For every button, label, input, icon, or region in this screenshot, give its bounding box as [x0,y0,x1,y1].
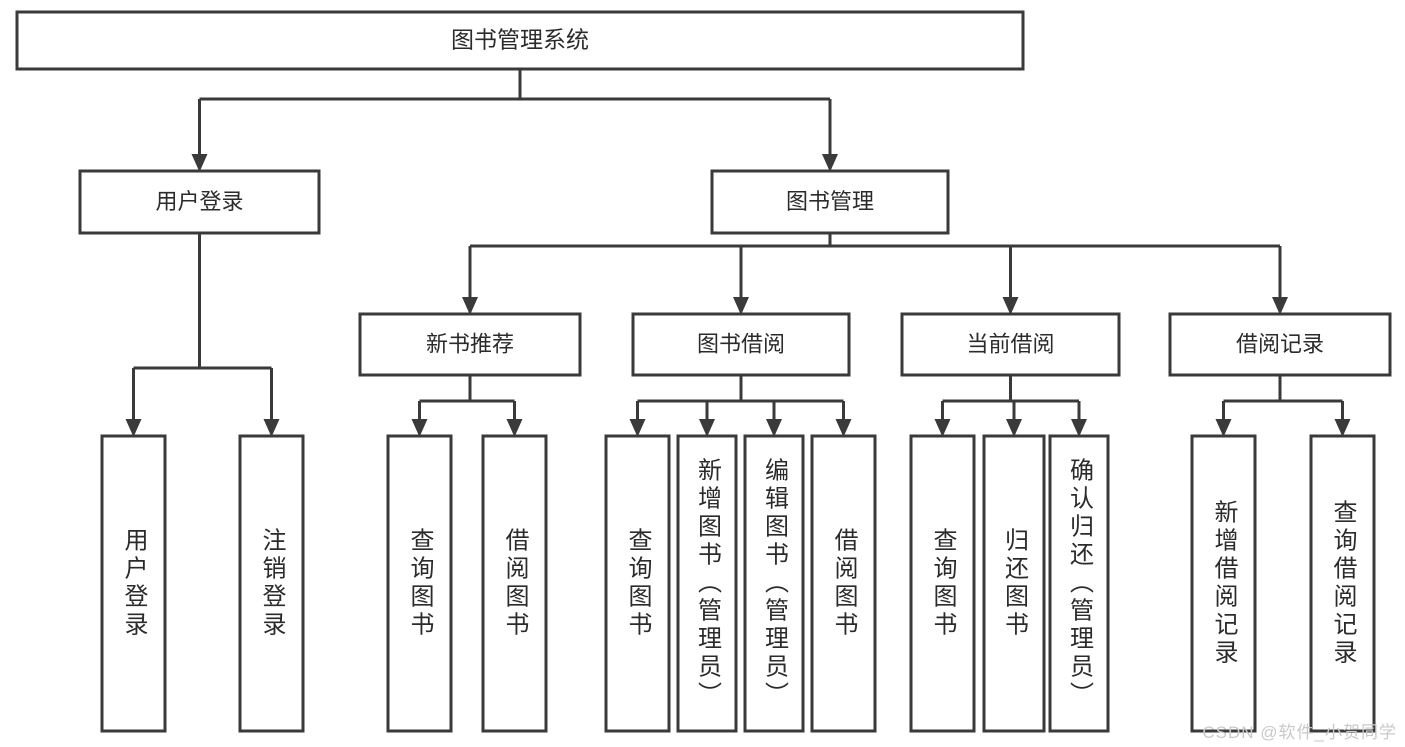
node-label-vertical: 注销登录 [258,528,286,640]
node-box[interactable] [676,434,738,733]
connector-arrowhead [733,297,749,315]
node-label: 图书管理系统 [451,27,589,53]
connector-arrowhead [191,154,208,172]
node-label: 用户登录 [155,189,243,214]
connector-arrowhead [835,419,852,437]
node-label: 新书推荐 [426,331,514,356]
node-box[interactable] [1190,434,1257,733]
node-book-borrow[interactable]: 图书借阅 [631,312,851,377]
node-box[interactable] [1309,434,1376,733]
connector-arrowhead [1002,297,1019,315]
connector-arrowhead [1334,419,1351,437]
node-leaf-edit-book-admin[interactable]: 编辑图书（管理员） [743,434,805,733]
node-label: 借阅记录 [1236,331,1324,356]
node-box[interactable] [386,434,453,733]
node-leaf-query-borrow-record[interactable]: 查询借阅记录 [1309,434,1376,733]
node-label-vertical: 查询图书 [929,528,957,640]
node-current-borrow[interactable]: 当前借阅 [900,312,1121,377]
connector-arrowhead [822,154,838,172]
connector-arrowhead [125,419,142,437]
connector-arrowhead [699,419,715,437]
connector-arrowhead [462,297,478,315]
node-leaf-add-book-admin[interactable]: 新增图书（管理员） [676,434,738,733]
node-book-manage[interactable]: 图书管理 [710,169,950,235]
node-new-book-recommend[interactable]: 新书推荐 [358,312,582,377]
node-borrow-record[interactable]: 借阅记录 [1168,312,1392,377]
node-leaf-query-book-1[interactable]: 查询图书 [386,434,453,733]
connector-arrowhead [411,419,428,437]
node-box[interactable] [710,169,950,235]
connector-arrowhead [1215,419,1232,437]
node-box[interactable] [358,312,582,377]
node-label-vertical: 确认归还（管理员） [1066,458,1094,710]
node-box[interactable] [604,434,671,733]
connector-arrowhead [1272,297,1288,315]
node-label: 当前借阅 [966,331,1054,356]
node-label-vertical: 借阅图书 [830,528,858,640]
connector-arrowhead [1006,419,1022,437]
node-leaf-return-book[interactable]: 归还图书 [982,434,1046,733]
node-box[interactable] [481,434,548,733]
node-leaf-add-borrow-record[interactable]: 新增借阅记录 [1190,434,1257,733]
node-label-vertical: 新增图书（管理员） [694,458,722,710]
connector-arrowhead [766,419,782,437]
node-leaf-user-login[interactable]: 用户登录 [100,434,167,733]
node-label-vertical: 编辑图书（管理员） [761,458,789,710]
node-label-vertical: 归还图书 [1001,528,1029,640]
node-box[interactable] [1048,434,1110,733]
node-box[interactable] [100,434,167,733]
node-label-vertical: 查询图书 [624,528,652,640]
node-box[interactable] [78,169,321,235]
node-leaf-query-book-2[interactable]: 查询图书 [604,434,671,733]
connector-arrowhead [629,419,646,437]
node-label-vertical: 查询图书 [406,528,434,640]
node-box[interactable] [631,312,851,377]
node-leaf-confirm-return-admin[interactable]: 确认归还（管理员） [1048,434,1110,733]
node-box[interactable] [810,434,877,733]
connector-arrowhead [506,419,523,437]
connector-arrowhead [263,419,280,437]
node-leaf-query-book-3[interactable]: 查询图书 [909,434,976,733]
node-label-vertical: 借阅图书 [501,528,529,640]
node-box[interactable] [1168,312,1392,377]
node-label: 图书借阅 [697,331,785,356]
node-leaf-borrow-book-2[interactable]: 借阅图书 [810,434,877,733]
node-label-vertical: 新增借阅记录 [1210,500,1238,668]
node-root[interactable]: 图书管理系统 [15,10,1025,71]
node-box[interactable] [238,434,305,733]
node-user-login[interactable]: 用户登录 [78,169,321,235]
node-leaf-borrow-book-1[interactable]: 借阅图书 [481,434,548,733]
node-label-vertical: 用户登录 [120,528,148,640]
node-box[interactable] [900,312,1121,377]
node-box[interactable] [15,10,1025,71]
node-leaf-logout-login[interactable]: 注销登录 [238,434,305,733]
connector-arrowhead [934,419,951,437]
node-box[interactable] [743,434,805,733]
node-label-vertical: 查询借阅记录 [1329,500,1357,668]
node-layer: 图书管理系统用户登录图书管理新书推荐图书借阅当前借阅借阅记录用户登录注销登录查询… [15,10,1392,733]
connector-arrowhead [1071,419,1087,437]
node-label: 图书管理 [786,189,874,214]
node-box[interactable] [982,434,1046,733]
node-box[interactable] [909,434,976,733]
connector-layer [125,69,1351,437]
